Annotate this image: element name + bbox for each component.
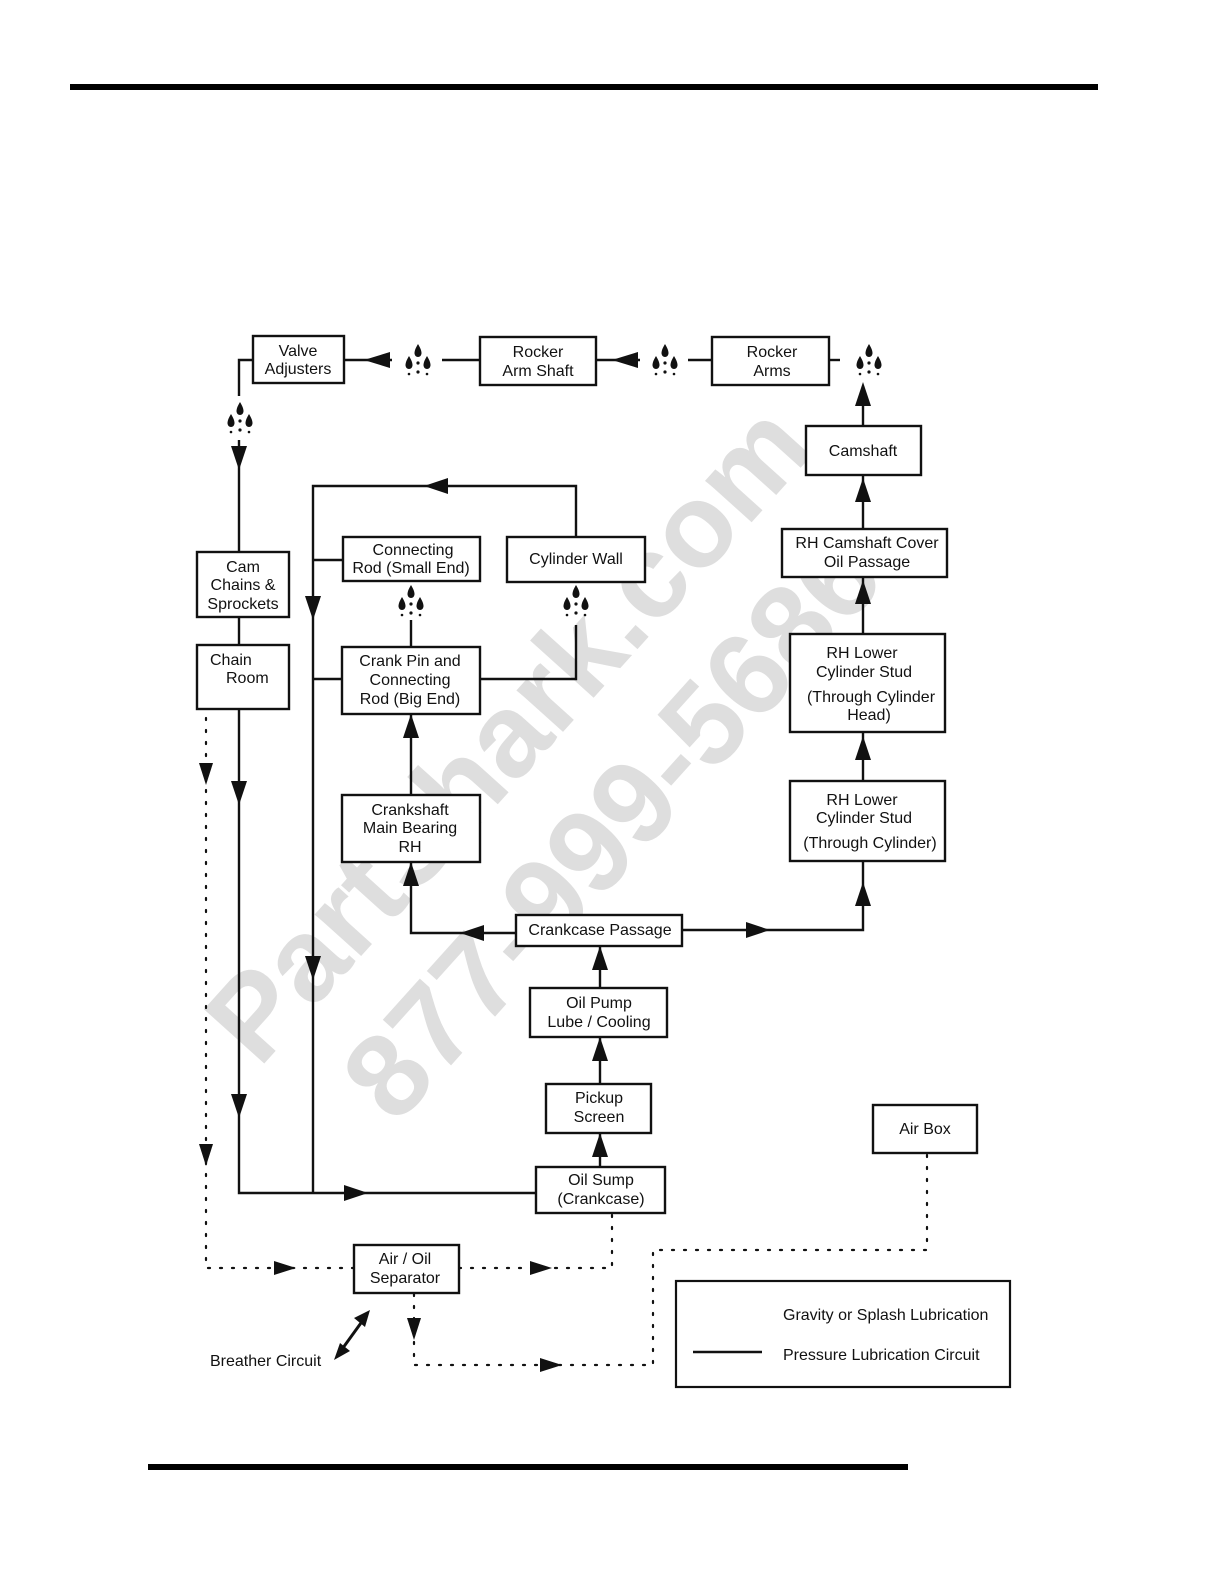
node-label: Oil Passage	[824, 554, 910, 571]
node-label: Cam	[226, 559, 260, 576]
node-label: Air Box	[899, 1121, 951, 1138]
node-label: Adjusters	[265, 361, 332, 378]
chain-room-box: Chain Room	[195, 643, 291, 711]
node-label: Rod (Small End)	[352, 560, 469, 577]
bottom-rule	[148, 1464, 908, 1470]
node-label: Crank Pin and	[359, 653, 460, 670]
rh-lower-stud-cylinder-box: RH Lower Cylinder Stud (Through Cylinder…	[788, 779, 947, 863]
node-label: Cylinder Stud	[816, 810, 912, 827]
camshaft-box: Camshaft	[804, 424, 923, 477]
rh-camshaft-cover-box: RH Camshaft Cover Oil Passage	[780, 527, 949, 579]
node-label: Head)	[847, 707, 891, 724]
node-label: Rod (Big End)	[360, 691, 461, 708]
crankcase-passage-box: Crankcase Passage	[514, 913, 684, 948]
node-label: Screen	[574, 1109, 625, 1126]
node-label: Connecting	[373, 542, 454, 559]
breather-connectors	[199, 716, 929, 1372]
cam-chains-box: Cam Chains & Sprockets	[195, 550, 291, 619]
pickup-screen-box: Pickup Screen	[544, 1082, 653, 1135]
node-label: Room	[226, 670, 269, 687]
rocker-arms-box: Rocker Arms	[710, 335, 831, 387]
oil-drops-icon	[398, 585, 424, 617]
arrowheads	[231, 352, 871, 1201]
node-label: Crankshaft	[371, 802, 449, 819]
cylinder-wall-box: Cylinder Wall	[505, 535, 647, 584]
node-label: (Through Cylinder	[807, 689, 936, 706]
node-label: Oil Pump	[566, 995, 632, 1012]
node-label: RH Camshaft Cover	[795, 535, 939, 552]
air-oil-separator-box: Air / Oil Separator	[352, 1243, 461, 1295]
oil-drops-icon	[652, 344, 678, 376]
node-label: Camshaft	[829, 443, 898, 460]
oil-pump-box: Oil Pump Lube / Cooling	[528, 986, 669, 1039]
rh-lower-stud-head-box: RH Lower Cylinder Stud (Through Cylinder…	[788, 632, 947, 734]
node-label: Cylinder Stud	[816, 664, 912, 681]
node-label: Chain	[210, 652, 252, 669]
node-label: Sprockets	[207, 596, 278, 613]
node-label: Connecting	[370, 672, 451, 689]
node-label: Main Bearing	[363, 820, 457, 837]
node-label: Cylinder Wall	[529, 551, 623, 568]
node-label: RH Lower	[826, 792, 898, 809]
node-label: Pickup	[575, 1090, 623, 1107]
top-rule	[70, 84, 1098, 90]
legend-pressure-label: Pressure Lubrication Circuit	[783, 1347, 980, 1364]
oil-drops-icon	[405, 344, 431, 376]
node-label: Arms	[753, 363, 790, 380]
node-label: RH Lower	[826, 645, 898, 662]
node-label: Air / Oil	[379, 1251, 431, 1268]
node-label: Arm Shaft	[502, 363, 574, 380]
valve-adjusters-box: Valve Adjusters	[251, 334, 346, 385]
rocker-arm-shaft-box: Rocker Arm Shaft	[478, 335, 598, 387]
legend: Gravity or Splash Lubrication Pressure L…	[674, 1279, 1012, 1389]
node-label: Crankcase Passage	[528, 922, 671, 939]
node-label: Lube / Cooling	[547, 1014, 650, 1031]
oil-drops-icon	[227, 402, 253, 434]
oil-drops-icon	[856, 344, 882, 376]
node-label: Rocker	[747, 344, 798, 361]
node-label: (Crankcase)	[557, 1191, 644, 1208]
node-label: Valve	[279, 343, 318, 360]
oil-sump-box: Oil Sump (Crankcase)	[534, 1165, 667, 1215]
air-box-box: Air Box	[871, 1103, 979, 1155]
node-label: Separator	[370, 1270, 441, 1287]
crank-pin-box: Crank Pin and Connecting Rod (Big End)	[340, 645, 482, 716]
node-label: Chains &	[211, 577, 276, 594]
node-label: (Through Cylinder)	[803, 835, 936, 852]
crankshaft-main-bearing-box: Crankshaft Main Bearing RH	[340, 793, 482, 864]
node-label: RH	[398, 839, 421, 856]
node-label: Rocker	[513, 344, 564, 361]
legend-gravity-label: Gravity or Splash Lubrication	[783, 1307, 988, 1324]
breather-circuit-label: Breather Circuit	[210, 1353, 322, 1370]
connecting-rod-small-end-box: Connecting Rod (Small End)	[341, 535, 482, 583]
node-label: Oil Sump	[568, 1172, 634, 1189]
